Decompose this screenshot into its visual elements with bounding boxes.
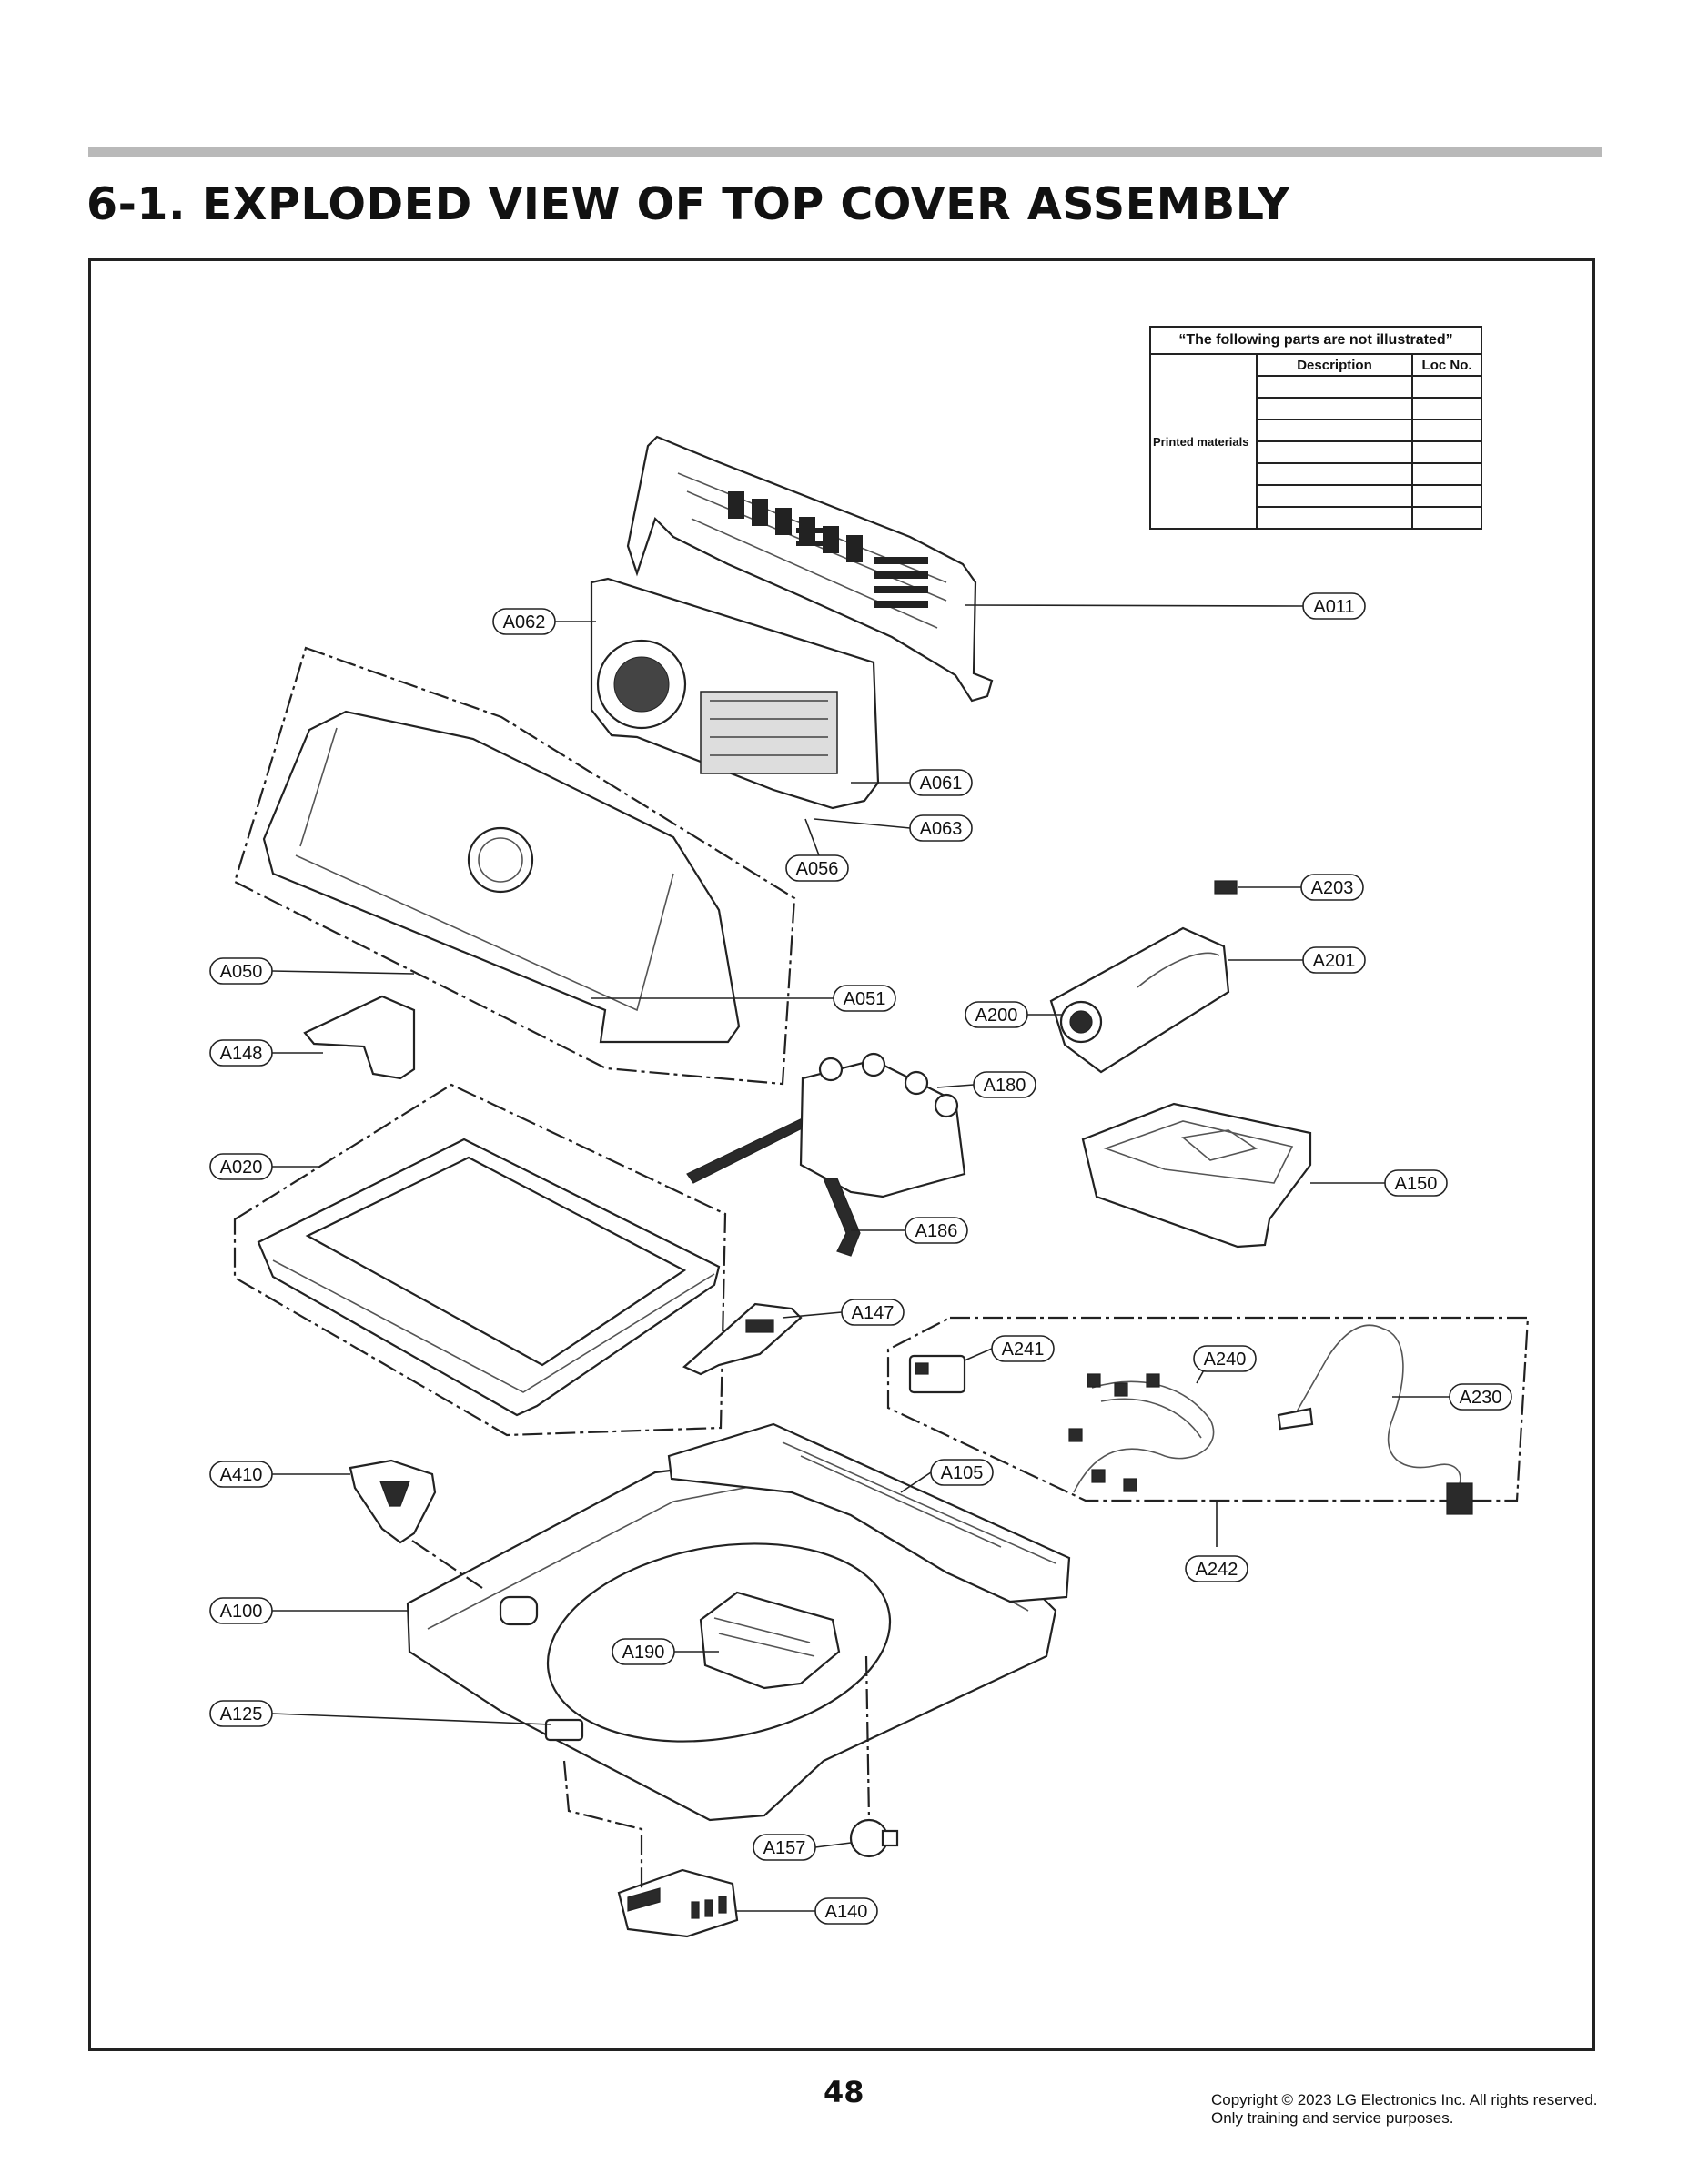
svg-text:A230: A230: [1460, 1388, 1502, 1408]
page-title: 6-1. EXPLODED VIEW OF TOP COVER ASSEMBLY: [86, 178, 1290, 230]
control-panel-shell-part: [262, 710, 741, 1044]
svg-text:A201: A201: [1313, 951, 1356, 971]
svg-text:A140: A140: [825, 1902, 868, 1922]
svg-text:A186: A186: [915, 1221, 958, 1241]
svg-text:A242: A242: [1196, 1560, 1238, 1580]
copyright-line: Only training and service purposes.: [1211, 2109, 1454, 2127]
svg-text:A100: A100: [220, 1602, 263, 1622]
copyright-line: Copyright © 2023 LG Electronics Inc. All…: [1211, 2091, 1598, 2108]
callout-a180: A180: [973, 1071, 1036, 1098]
bleach-cup-part: [349, 1459, 437, 1544]
power-cord-part: [1277, 1324, 1473, 1515]
diagram-frame: [88, 258, 1595, 2051]
callout-a203: A203: [1300, 874, 1364, 901]
water-valve-part: [686, 1052, 966, 1257]
svg-text:A410: A410: [220, 1465, 263, 1485]
wire-harness-part: [1068, 1373, 1215, 1493]
svg-text:A241: A241: [1002, 1340, 1045, 1360]
lid-lock-insert-part: [544, 1718, 584, 1742]
printed-materials-label: Printed materials: [1149, 353, 1258, 530]
svg-text:A051: A051: [844, 989, 886, 1009]
table-row: [1150, 484, 1482, 508]
detergent-dispenser-part: [1081, 1102, 1312, 1249]
svg-text:A200: A200: [975, 1006, 1018, 1026]
callout-a410: A410: [209, 1461, 273, 1488]
table-row: [1150, 462, 1482, 486]
svg-text:A011: A011: [1313, 597, 1354, 617]
top-rule: [88, 147, 1602, 157]
table-row: [1150, 506, 1482, 530]
callout-a061: A061: [909, 769, 973, 796]
assembly-guide-lines: [411, 1540, 871, 1891]
page-number: 48: [824, 2075, 864, 2109]
table-row: [1150, 440, 1482, 464]
callout-a063: A063: [909, 814, 973, 842]
svg-text:A147: A147: [852, 1303, 895, 1323]
callout-a240: A240: [1193, 1345, 1257, 1372]
callout-a051: A051: [833, 985, 896, 1012]
table-row: [1150, 375, 1482, 399]
svg-text:A180: A180: [984, 1076, 1026, 1096]
tub-cover-outline: [233, 1083, 727, 1437]
svg-text:A190: A190: [622, 1643, 665, 1663]
callout-a056: A056: [785, 854, 849, 882]
control-panel-cover-part: [626, 435, 994, 703]
callout-a011: A011: [1302, 592, 1366, 620]
callout-a230: A230: [1449, 1383, 1512, 1410]
callout-a125: A125: [209, 1700, 273, 1727]
callout-a201: A201: [1302, 946, 1366, 974]
sensor-part-a203: [1214, 880, 1238, 895]
svg-text:A020: A020: [220, 1158, 263, 1178]
svg-text:A105: A105: [941, 1463, 984, 1483]
callout-a140: A140: [814, 1897, 878, 1925]
copyright-notice: Copyright © 2023 LG Electronics Inc. All…: [1211, 2091, 1598, 2128]
callout-a062: A062: [492, 608, 556, 635]
svg-text:A240: A240: [1204, 1350, 1247, 1370]
callout-a190: A190: [612, 1638, 675, 1665]
description-column-header: Description: [1255, 353, 1414, 377]
door-lid-part: [257, 1138, 721, 1417]
table-row: [1150, 397, 1482, 420]
callout-a148: A148: [209, 1039, 273, 1067]
hinge-part-a148: [303, 995, 416, 1080]
dispenser-box-part: [699, 1591, 841, 1690]
svg-text:A125: A125: [220, 1704, 263, 1724]
callout-a105: A105: [930, 1459, 994, 1486]
noise-filter-part: [908, 1354, 966, 1394]
svg-text:A062: A062: [503, 612, 546, 632]
callout-a150: A150: [1384, 1169, 1448, 1197]
svg-text:A061: A061: [920, 774, 963, 794]
svg-text:A157: A157: [763, 1838, 806, 1858]
lid-group-outline: [233, 646, 796, 1086]
callout-a020: A020: [209, 1153, 273, 1180]
leader-lines: [271, 604, 1450, 1912]
table-row: [1150, 419, 1482, 442]
callout-a200: A200: [965, 1001, 1028, 1028]
svg-text:A063: A063: [920, 819, 963, 839]
svg-text:A050: A050: [220, 962, 263, 982]
table-header: “The following parts are not illustrated…: [1149, 326, 1482, 355]
hinge-part-a147: [682, 1302, 803, 1376]
loc-no-column-header: Loc No.: [1411, 353, 1482, 377]
callout-a050: A050: [209, 957, 273, 985]
pressure-switch-bracket-part: [1049, 926, 1230, 1074]
svg-text:A150: A150: [1395, 1174, 1438, 1194]
control-board-part: [590, 577, 880, 810]
callout-a241: A241: [991, 1335, 1055, 1362]
callout-a157: A157: [753, 1834, 816, 1861]
callout-a147: A147: [841, 1299, 905, 1326]
callout-a242: A242: [1185, 1555, 1248, 1582]
door-lock-switch-part: [617, 1868, 739, 1938]
not-illustrated-parts-table: “The following parts are not illustrated…: [1149, 326, 1482, 530]
wire-group-outline: [886, 1316, 1530, 1502]
svg-text:A203: A203: [1311, 878, 1354, 898]
svg-text:A056: A056: [796, 859, 839, 879]
callout-a186: A186: [905, 1217, 968, 1244]
top-cover-rear-frame-part: [667, 1422, 1071, 1603]
svg-text:A148: A148: [220, 1044, 263, 1064]
callout-a100: A100: [209, 1597, 273, 1624]
knob-part-a157: [849, 1818, 899, 1858]
